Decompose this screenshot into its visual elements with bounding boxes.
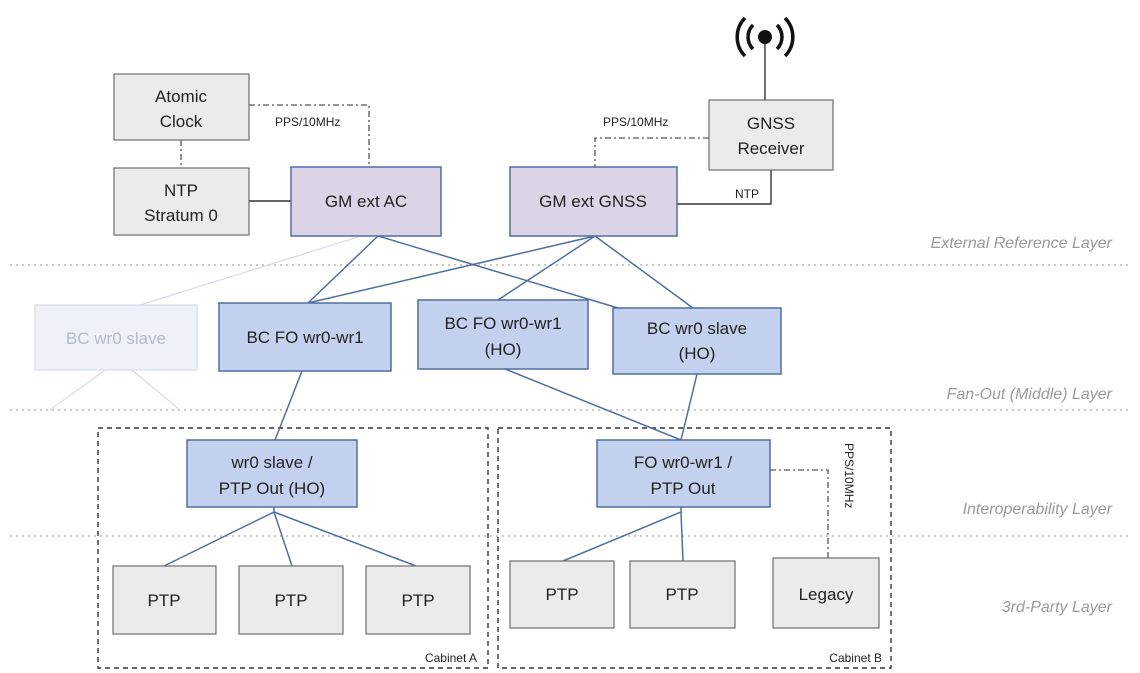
svg-text:PTP: PTP [545, 585, 578, 604]
svg-text:GM ext GNSS: GM ext GNSS [539, 192, 647, 211]
link [273, 511, 417, 567]
node-bc-wr0-slave-faded: BC wr0 slave [34, 304, 198, 371]
link [594, 235, 698, 312]
node-ptp-a1: PTP [112, 565, 217, 635]
node-ntp-stratum-0: NTP Stratum 0 [113, 167, 250, 236]
node-wr0-slave-ptp-out: wr0 slave / PTP Out (HO) [186, 439, 358, 508]
node-bc-fo-wr0-wr1: BC FO wr0-wr1 [218, 302, 392, 372]
link [680, 373, 698, 441]
link [504, 368, 682, 441]
svg-text:(HO): (HO) [679, 344, 716, 363]
link-faded [139, 236, 359, 306]
svg-text:BC FO wr0-wr1: BC FO wr0-wr1 [444, 314, 561, 333]
svg-text:GM ext AC: GM ext AC [325, 192, 407, 211]
node-legacy: Legacy [772, 557, 880, 629]
svg-text:Stratum 0: Stratum 0 [144, 206, 218, 225]
svg-text:PTP: PTP [401, 591, 434, 610]
link-faded [131, 369, 181, 411]
node-ptp-b1: PTP [509, 560, 615, 629]
svg-text:Receiver: Receiver [737, 139, 804, 158]
node-bc-fo-wr0-wr1-ho: BC FO wr0-wr1 (HO) [417, 299, 589, 370]
svg-text:GNSS: GNSS [747, 114, 795, 133]
link [562, 507, 682, 562]
node-ptp-a3: PTP [365, 565, 471, 635]
edge-label-pps-gnss: PPS/10MHz [603, 115, 668, 129]
node-fo-wr0-wr1-ptp-out: FO wr0-wr1 / PTP Out [596, 439, 771, 508]
svg-text:wr0 slave /: wr0 slave / [230, 453, 313, 472]
cabinet-b [497, 427, 892, 669]
svg-text:PTP Out (HO): PTP Out (HO) [219, 479, 325, 498]
link-pps-gnss [594, 137, 709, 167]
cabinet-b-label: Cabinet B [829, 651, 882, 665]
edge-label-ntp: NTP [735, 187, 759, 201]
node-ptp-b2: PTP [629, 560, 736, 629]
svg-text:PTP: PTP [274, 591, 307, 610]
layer-label-external: External Reference Layer [931, 235, 1113, 252]
svg-text:PTP: PTP [147, 591, 180, 610]
link [680, 511, 684, 562]
svg-text:FO wr0-wr1 /: FO wr0-wr1 / [634, 453, 733, 472]
svg-text:PTP: PTP [665, 585, 698, 604]
link-pps-legacy [770, 469, 829, 558]
link [377, 235, 619, 309]
antenna-icon [735, 16, 795, 58]
edge-label-pps-ac: PPS/10MHz [275, 115, 340, 129]
svg-text:Atomic: Atomic [155, 87, 207, 106]
edge-label-pps-legacy: PPS/10MHz [842, 443, 856, 508]
link [497, 235, 596, 301]
link [307, 235, 379, 304]
cabinet-a-label: Cabinet A [425, 651, 477, 665]
link [273, 511, 293, 567]
svg-text:Clock: Clock [160, 112, 203, 131]
node-bc-wr0-slave-ho: BC wr0 slave (HO) [612, 307, 782, 375]
node-ptp-a2: PTP [238, 565, 344, 635]
svg-text:BC wr0 slave: BC wr0 slave [66, 329, 166, 348]
layer-label-fanout: Fan-Out (Middle) Layer [947, 386, 1113, 403]
svg-text:BC wr0 slave: BC wr0 slave [647, 319, 747, 338]
svg-text:NTP: NTP [164, 181, 198, 200]
svg-text:Legacy: Legacy [799, 585, 854, 604]
link [274, 370, 303, 441]
layer-label-interoperability: Interoperability Layer [963, 501, 1113, 518]
link [307, 235, 596, 304]
link-faded [49, 369, 106, 411]
node-gm-ext-ac: GM ext AC [290, 166, 442, 237]
node-gnss-receiver: GNSS Receiver [708, 99, 834, 171]
node-gm-ext-gnss: GM ext GNSS [509, 166, 678, 237]
svg-text:(HO): (HO) [485, 340, 522, 359]
node-atomic-clock: Atomic Clock [113, 73, 250, 141]
layer-label-thirdparty: 3rd-Party Layer [1002, 599, 1113, 616]
svg-text:PTP Out: PTP Out [651, 479, 716, 498]
svg-text:BC FO wr0-wr1: BC FO wr0-wr1 [246, 328, 363, 347]
link-ntp-gnss [677, 170, 772, 205]
